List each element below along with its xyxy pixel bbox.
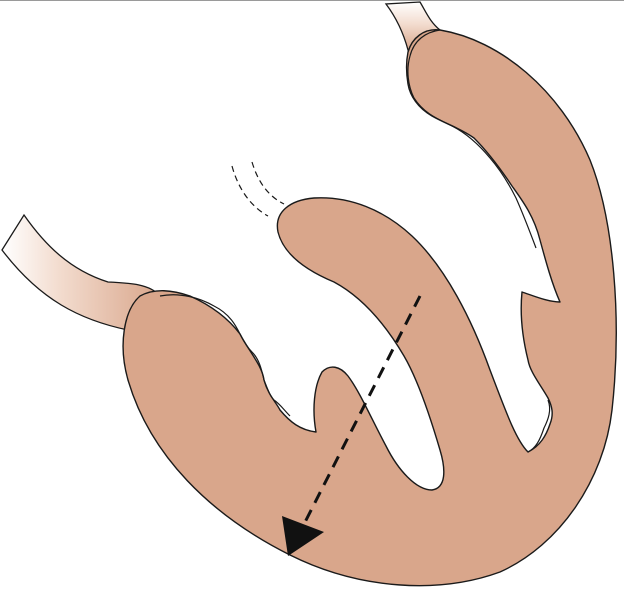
organ-body	[123, 30, 616, 586]
dashed-curve-outer	[232, 166, 268, 216]
dashed-curve-inner	[252, 162, 284, 204]
